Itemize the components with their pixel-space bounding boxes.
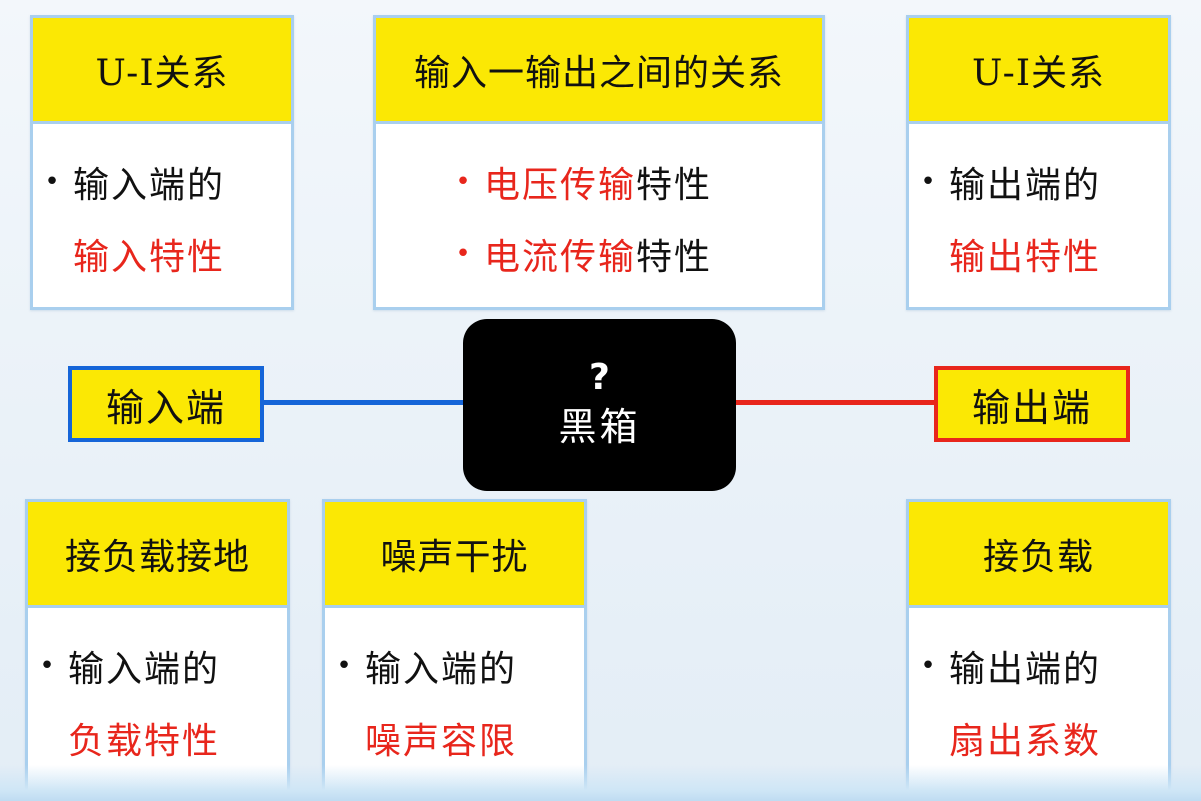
- list-item: • 输出端的: [909, 146, 1168, 218]
- item-text: 输入端的: [365, 649, 518, 690]
- output-terminal-box: 输出端: [934, 366, 1130, 442]
- bullet-icon: •: [455, 239, 473, 269]
- card-io-relation: 输入一输出之间的关系 • 电压传输特性 • 电流传输特性: [373, 15, 825, 310]
- bullet-icon: •: [44, 167, 62, 197]
- card-load: 接负载 • 输出端的 扇出系数: [906, 499, 1171, 794]
- item-text-highlight: 负载特性: [68, 721, 221, 762]
- card-title: 噪声干扰: [325, 502, 584, 608]
- card-title: 接负载: [909, 502, 1168, 608]
- item-text-highlight: 电压传输: [484, 165, 637, 206]
- card-load-ground: 接负载接地 • 输入端的 负载特性: [25, 499, 290, 794]
- card-noise-interference: 噪声干扰 • 输入端的 噪声容限: [322, 499, 587, 794]
- card-title: 接负载接地: [28, 502, 287, 608]
- card-output-ui-relation: U-I关系 • 输出端的 输出特性: [906, 15, 1171, 310]
- item-text-highlight: 电流传输: [484, 237, 637, 278]
- bullet-icon: •: [455, 167, 473, 197]
- item-text: 输出端的: [949, 165, 1102, 206]
- black-box: ? 黑箱: [463, 319, 736, 491]
- input-terminal-label: 输入端: [105, 385, 226, 430]
- bullet-icon: •: [920, 651, 938, 681]
- list-item: • 电流传输特性: [444, 218, 822, 290]
- question-mark-icon: ?: [589, 357, 610, 398]
- card-title: U-I关系: [33, 18, 291, 124]
- item-text: 输出端的: [949, 649, 1102, 690]
- bullet-icon: •: [920, 167, 938, 197]
- output-connector-line: [736, 400, 935, 405]
- list-item: 输入特性: [33, 218, 291, 290]
- background-wave: [0, 765, 1201, 801]
- item-text-highlight: 噪声容限: [365, 721, 518, 762]
- list-item: • 电压传输特性: [444, 146, 822, 218]
- item-text-highlight: 输入特性: [73, 237, 226, 278]
- input-terminal-box: 输入端: [68, 366, 264, 442]
- list-item: • 输入端的: [33, 146, 291, 218]
- item-text: 输入端的: [73, 165, 226, 206]
- bullet-icon: •: [39, 651, 57, 681]
- card-title: U-I关系: [909, 18, 1168, 124]
- item-text: 输入端的: [68, 649, 221, 690]
- list-item: 噪声容限: [325, 702, 584, 774]
- black-box-label: 黑箱: [558, 405, 641, 449]
- item-text: 特性: [636, 165, 713, 206]
- item-text: 特性: [636, 237, 713, 278]
- list-item: • 输入端的: [325, 630, 584, 702]
- item-text-highlight: 扇出系数: [949, 721, 1102, 762]
- list-item: • 输入端的: [28, 630, 287, 702]
- card-input-ui-relation: U-I关系 • 输入端的 输入特性: [30, 15, 294, 310]
- list-item: 负载特性: [28, 702, 287, 774]
- list-item: 输出特性: [909, 218, 1168, 290]
- list-item: 扇出系数: [909, 702, 1168, 774]
- card-title: 输入一输出之间的关系: [376, 18, 822, 124]
- bullet-icon: •: [336, 651, 354, 681]
- output-terminal-label: 输出端: [971, 385, 1092, 430]
- item-text-highlight: 输出特性: [949, 237, 1102, 278]
- input-connector-line: [264, 400, 463, 405]
- list-item: • 输出端的: [909, 630, 1168, 702]
